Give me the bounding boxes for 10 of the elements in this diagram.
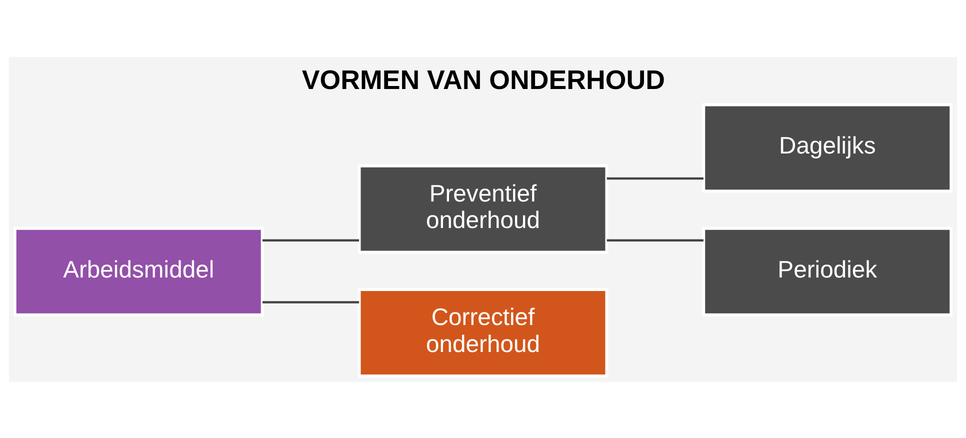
node-box: Periodiek [702, 226, 953, 316]
node-box: Arbeidsmiddel [13, 226, 264, 316]
connector [262, 238, 360, 241]
connector [606, 176, 704, 180]
node-box: Dagelijks [702, 102, 953, 192]
connector [606, 238, 704, 241]
node-box: Correctief onderhoud [358, 288, 608, 378]
node-box: Preventief onderhoud [358, 164, 608, 254]
connector [262, 300, 360, 303]
diagram-title: VORMEN VAN ONDERHOUD [302, 64, 666, 94]
